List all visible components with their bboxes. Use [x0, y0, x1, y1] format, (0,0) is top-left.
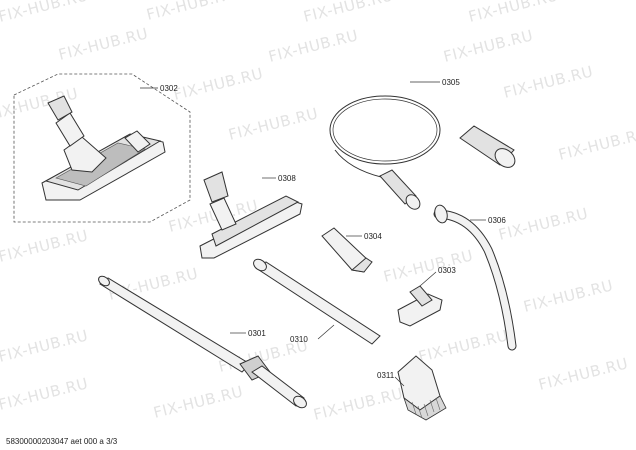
part-label-0301: 0301 — [248, 329, 266, 338]
watermark-text: FIX-HUB.RU — [0, 226, 90, 266]
part-0310-tube: 0310 — [253, 258, 381, 345]
watermark-text: FIX-HUB.RU — [227, 104, 320, 144]
tube-end-cap — [253, 258, 267, 272]
parquet-top — [211, 195, 300, 247]
hose-coil — [329, 95, 441, 165]
watermark-text: FIX-HUB.RU — [497, 204, 590, 244]
watermark-text: FIX-HUB.RU — [302, 0, 395, 26]
handle-end-cap — [494, 148, 516, 168]
watermark-text: FIX-HUB.RU — [502, 62, 595, 102]
watermark-text: FIX-HUB.RU — [312, 384, 405, 424]
tube-lower — [251, 365, 305, 407]
watermark-text: FIX-HUB.RU — [145, 0, 238, 24]
upholstery-head — [397, 293, 443, 327]
watermark-text: FIX-HUB.RU — [152, 382, 245, 422]
nozzle-pedal — [124, 130, 151, 153]
part-0311-brush-nozzle: 0311 — [377, 355, 447, 421]
hose-connector-end — [405, 194, 421, 210]
watermark-text: FIX-HUB.RU — [557, 124, 636, 164]
part-0303-upholstery-nozzle: 0303 — [397, 266, 456, 327]
part-0308-parquet-nozzle: 0308 — [199, 171, 303, 259]
parquet-neck — [209, 197, 237, 231]
part-label-0311: 0311 — [377, 371, 395, 380]
tube-top-end — [98, 275, 110, 287]
part-0306-handle: 0306 — [433, 204, 517, 351]
tube-upper — [99, 277, 251, 373]
part-label-0304: 0304 — [364, 232, 382, 241]
part-0304-crevice-nozzle: 0304 — [321, 227, 382, 273]
part-label-0305: 0305 — [442, 78, 460, 87]
tube-body — [255, 261, 381, 345]
nozzle-inlet — [47, 95, 73, 121]
crevice-tip — [350, 257, 373, 273]
leader-line-0303 — [419, 271, 437, 287]
leader-line-0311 — [394, 376, 405, 387]
upholstery-neck — [409, 285, 433, 307]
watermark-text: FIX-HUB.RU — [0, 326, 90, 366]
document-footer: 58300000203047 aet 000 a 3/3 — [6, 437, 118, 446]
brush-bristle-lines — [411, 397, 441, 419]
watermark-text: FIX-HUB.RU — [267, 26, 360, 66]
watermark-text: FIX-HUB.RU — [0, 374, 90, 414]
hose-lead-out — [334, 149, 386, 179]
watermark-text: FIX-HUB.RU — [0, 0, 90, 26]
watermark-text: FIX-HUB.RU — [467, 0, 560, 26]
watermark-text: FIX-HUB.RU — [442, 26, 535, 66]
watermark-text: FIX-HUB.RU — [172, 64, 265, 104]
part-0305-hose: 0305 — [329, 78, 516, 210]
watermark-text: FIX-HUB.RU — [537, 354, 630, 394]
part-0301-telescopic-tube: 0301 — [98, 275, 307, 409]
part-label-0306: 0306 — [488, 216, 506, 225]
watermark-layer: FIX-HUB.RU FIX-HUB.RU FIX-HUB.RU FIX-HUB… — [0, 0, 636, 424]
part-label-0303: 0303 — [438, 266, 456, 275]
dashed-group-frame — [13, 73, 191, 223]
parquet-inlet — [203, 171, 229, 203]
part-label-0308: 0308 — [278, 174, 296, 183]
part-label-0302: 0302 — [160, 84, 178, 93]
part-0302-floor-nozzle: 0302 — [13, 73, 191, 223]
brush-bristles — [403, 395, 447, 421]
part-label-0310: 0310 — [290, 335, 308, 344]
leader-line-0310 — [317, 324, 335, 340]
handle-pipe-inner — [434, 210, 516, 350]
tube-bottom-end — [293, 395, 307, 409]
watermark-text: FIX-HUB.RU — [417, 326, 510, 366]
watermark-text: FIX-HUB.RU — [522, 276, 615, 316]
handle-top-end — [434, 204, 448, 224]
watermark-text: FIX-HUB.RU — [382, 246, 475, 286]
watermark-text: FIX-HUB.RU — [107, 264, 200, 304]
watermark-text: FIX-HUB.RU — [57, 24, 150, 64]
hose-coil-inner — [332, 98, 438, 162]
